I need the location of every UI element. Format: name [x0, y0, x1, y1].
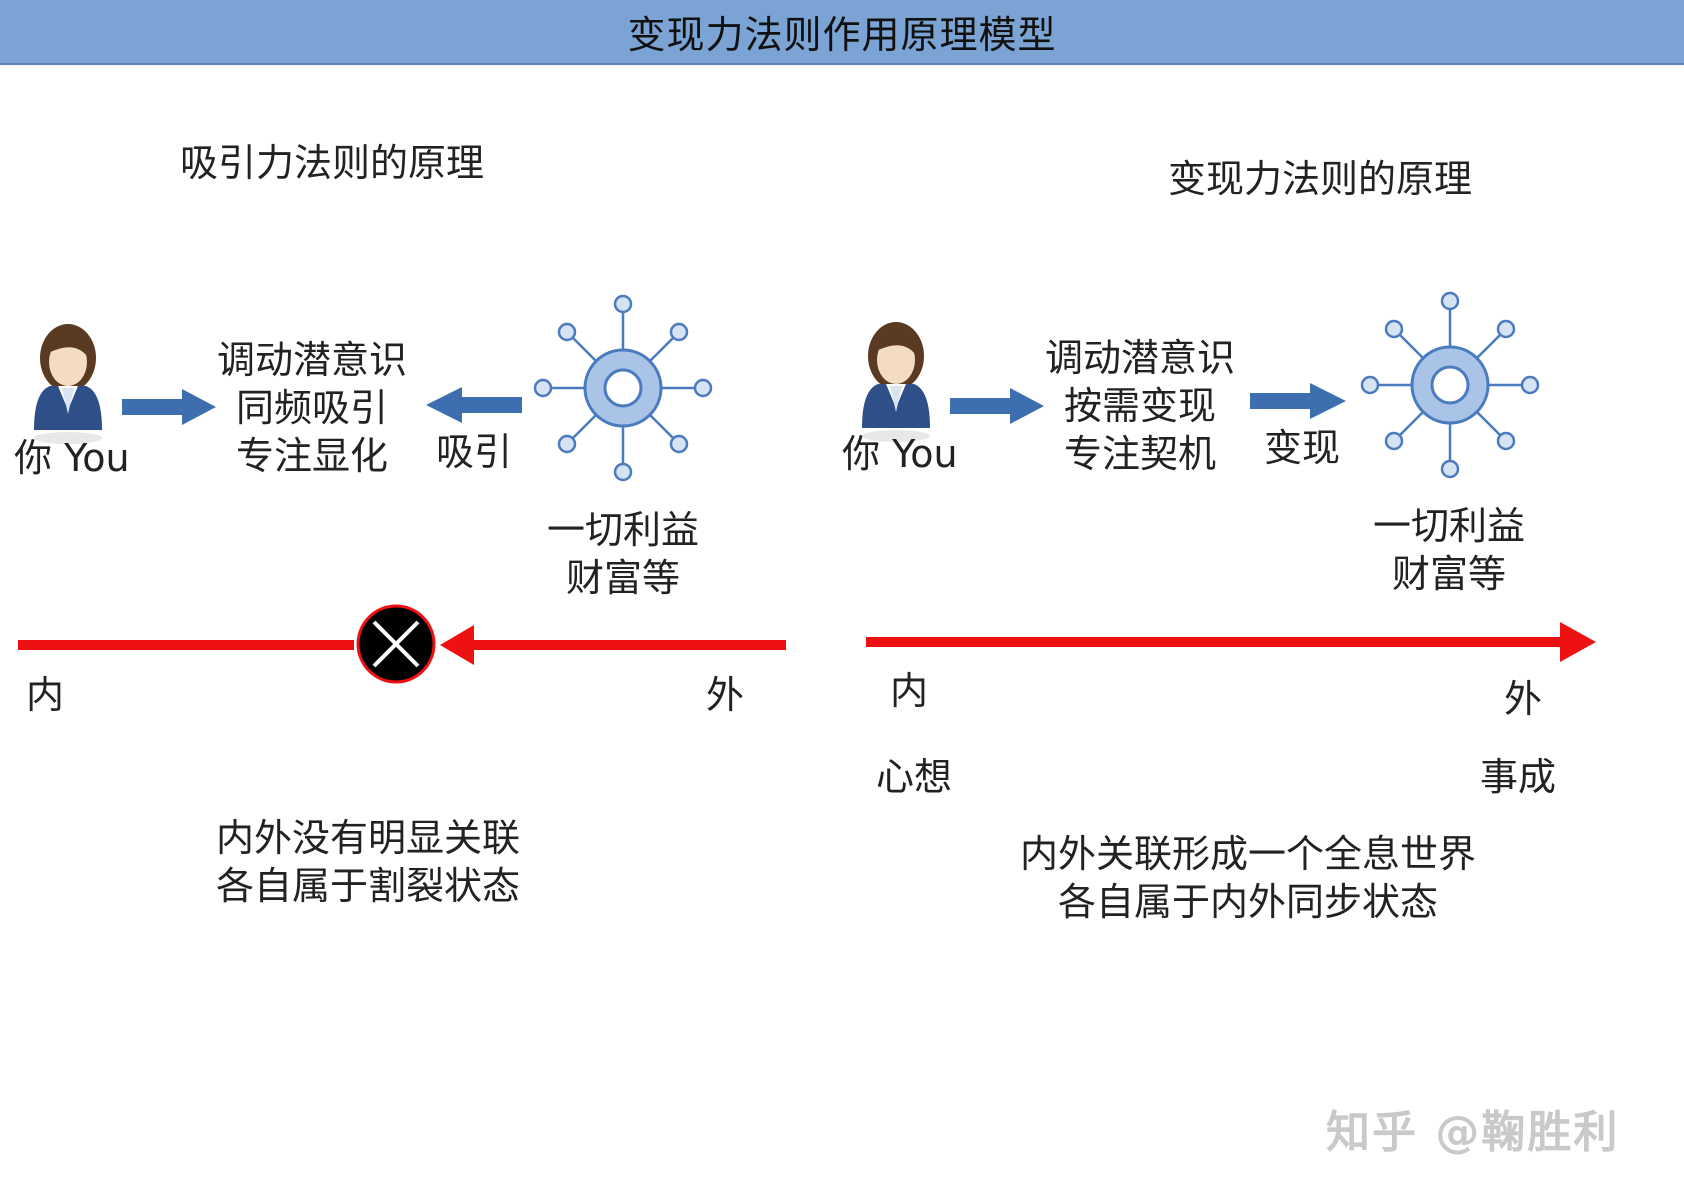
- left-conclusion-line: 内外没有明显关联: [215, 816, 520, 860]
- right-conclusion-line: 内外关联形成一个全息世界: [1019, 832, 1476, 876]
- axis-line-right: [866, 622, 1596, 662]
- right-action-label: 变现: [1264, 426, 1341, 470]
- left-action-label: 吸引: [436, 430, 513, 474]
- left-target-line: 财富等: [565, 556, 680, 600]
- left-mind-line: 调动潜意识: [216, 338, 407, 382]
- left-axis-outer-label: 外: [706, 673, 745, 717]
- right-mind-line: 按需变现: [1063, 384, 1216, 428]
- right-axis-outer-sub: 事成: [1480, 755, 1557, 799]
- arrow-left-icon-attract: [426, 387, 522, 423]
- left-target-lines: 一切利益 财富等: [530, 506, 716, 602]
- right-mind-line: 调动潜意识: [1044, 336, 1235, 380]
- person-icon-right: [862, 322, 930, 442]
- axis-line-left: [18, 625, 786, 665]
- right-conclusion: 内外关联形成一个全息世界 各自属于内外同步状态: [1008, 830, 1488, 926]
- right-axis-inner-label: 内: [890, 669, 929, 713]
- blocked-x-icon: [356, 604, 436, 684]
- right-axis-inner-sub: 心想: [876, 755, 953, 799]
- right-axis-outer-label: 外: [1504, 677, 1543, 721]
- left-target-line: 一切利益: [546, 508, 699, 552]
- left-mind-line: 同频吸引: [235, 386, 388, 430]
- arrow-right-icon-left: [122, 389, 216, 425]
- right-target-lines: 一切利益 财富等: [1356, 502, 1542, 598]
- right-mind-lines: 调动潜意识 按需变现 专注契机: [1040, 334, 1240, 478]
- left-mind-line: 专注显化: [235, 434, 388, 478]
- right-mind-line: 专注契机: [1063, 432, 1216, 476]
- left-conclusion: 内外没有明显关联 各自属于割裂状态: [198, 814, 538, 910]
- arrow-right-icon-monetize: [1250, 383, 1346, 419]
- right-target-line: 一切利益: [1372, 504, 1525, 548]
- wealth-hub-icon-right: [1360, 291, 1540, 479]
- header-bar: 变现力法则作用原理模型: [0, 0, 1684, 65]
- right-conclusion-line: 各自属于内外同步状态: [1057, 880, 1438, 924]
- left-mind-lines: 调动潜意识 同频吸引 专注显化: [212, 336, 412, 480]
- person-icon-left: [34, 324, 102, 444]
- right-target-line: 财富等: [1391, 552, 1506, 596]
- page-title: 变现力法则作用原理模型: [627, 13, 1057, 57]
- left-you-label: 你 You: [14, 436, 130, 480]
- left-conclusion-line: 各自属于割裂状态: [215, 864, 520, 908]
- arrow-right-icon-right: [950, 388, 1044, 424]
- left-section-title: 吸引力法则的原理: [180, 141, 485, 185]
- wealth-hub-icon-left: [533, 294, 713, 482]
- left-axis-inner-label: 内: [26, 673, 65, 717]
- right-section-title: 变现力法则的原理: [1168, 157, 1473, 201]
- right-you-label: 你 You: [842, 432, 958, 476]
- watermark: 知乎 @鞠胜利: [1326, 1107, 1620, 1158]
